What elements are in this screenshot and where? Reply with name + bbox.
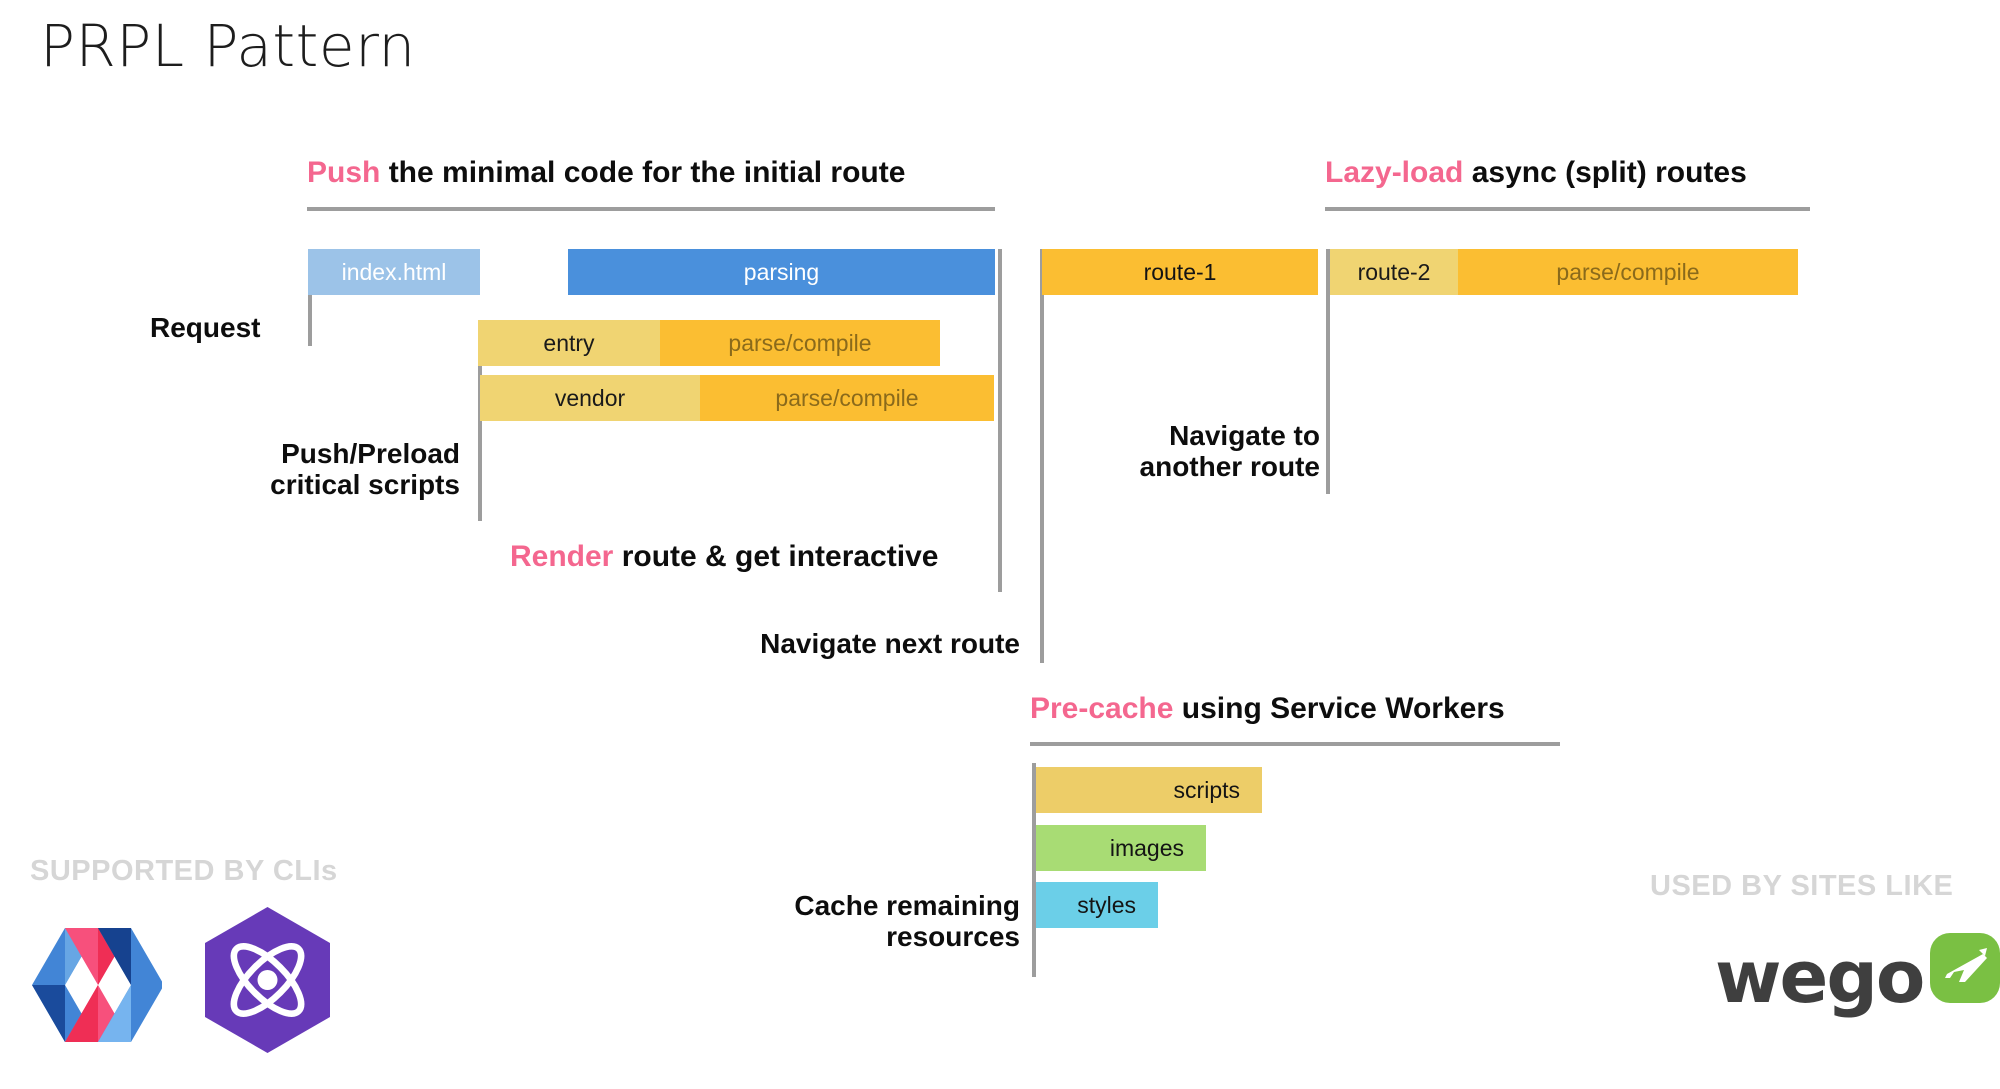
wego-logo: wego	[1715, 930, 2000, 1024]
segment-images: images	[1036, 825, 1206, 871]
segment-index-html: index.html	[308, 249, 480, 295]
segment-parsing: parsing	[568, 249, 995, 295]
bar-scripts: scripts	[1036, 767, 1262, 813]
row-label-push-preload-line1: Push/Preload	[281, 438, 460, 469]
segment-styles: styles	[1036, 882, 1158, 928]
section-heading-lazy: Lazy-load async (split) routes	[1325, 156, 1747, 190]
wego-wordmark: wego	[1715, 935, 1925, 1019]
guideline-navigate-another	[1326, 249, 1330, 494]
section-rule-push	[307, 207, 995, 211]
section-heading-push: Push the minimal code for the initial ro…	[307, 156, 905, 190]
bar-index-html: index.html	[308, 249, 480, 295]
row-label-navigate-another-line2: another route	[1139, 451, 1320, 483]
section-heading-push-accent: Push	[307, 156, 381, 189]
section-heading-render: Render route & get interactive	[510, 540, 938, 574]
row-label-cache-remaining-line2: resources	[886, 921, 1020, 953]
footer-used-by-caption: USED BY SITES LIKE	[1650, 870, 1954, 902]
bar-vendor: vendor parse/compile	[480, 375, 994, 421]
bar-images: images	[1036, 825, 1206, 871]
bar-route-1: route-1	[1042, 249, 1318, 295]
row-label-push-preload: Push/Preload critical scripts	[0, 438, 460, 501]
preact-cli-logo	[200, 905, 335, 1060]
section-heading-render-accent: Render	[510, 540, 614, 573]
row-label-navigate-another-line1: Navigate to	[1169, 420, 1320, 451]
segment-scripts: scripts	[1036, 767, 1262, 813]
row-label-cache-remaining: Cache remaining resources	[450, 890, 1020, 953]
section-heading-precache-accent: Pre-cache	[1030, 692, 1174, 725]
footer-supported-by-caption: SUPPORTED BY CLIs	[30, 855, 338, 887]
section-heading-lazy-accent: Lazy-load	[1325, 156, 1464, 189]
bar-parsing: parsing	[568, 249, 995, 295]
row-label-navigate-another: Navigate to another route	[820, 420, 1320, 483]
section-heading-lazy-rest: async (split) routes	[1463, 156, 1747, 189]
section-heading-precache-rest: using Service Workers	[1173, 692, 1505, 725]
preact-hexagon-icon	[205, 907, 330, 1053]
polymer-logo	[32, 920, 164, 1055]
section-heading-precache: Pre-cache using Service Workers	[1030, 692, 1505, 726]
bar-route-2: route-2 parse/compile	[1330, 249, 1798, 295]
section-heading-render-rest: route & get interactive	[613, 540, 939, 573]
guideline-push-preload	[478, 324, 482, 521]
row-label-cache-remaining-line1: Cache remaining	[794, 890, 1020, 921]
page-title: PRPL Pattern	[40, 12, 416, 80]
guideline-cache	[1032, 763, 1036, 977]
section-rule-lazy	[1325, 207, 1810, 211]
guideline-request	[308, 249, 312, 346]
segment-route-1: route-1	[1042, 249, 1318, 295]
segment-entry-parse-compile: parse/compile	[660, 320, 940, 366]
segment-vendor-parse-compile: parse/compile	[700, 375, 994, 421]
polymer-logo-icon	[32, 928, 164, 1042]
guideline-navigate-next	[1040, 249, 1044, 663]
row-label-navigate-next-route: Navigate next route	[760, 628, 1020, 659]
segment-route-2: route-2	[1330, 249, 1458, 295]
bar-styles: styles	[1036, 882, 1158, 928]
row-label-push-preload-line2: critical scripts	[270, 469, 460, 501]
section-rule-precache	[1030, 742, 1560, 746]
bar-entry: entry parse/compile	[478, 320, 940, 366]
segment-route-2-parse-compile: parse/compile	[1458, 249, 1798, 295]
row-label-request: Request	[150, 312, 261, 343]
section-heading-push-rest: the minimal code for the initial route	[380, 156, 906, 189]
segment-entry: entry	[478, 320, 660, 366]
wego-airplane-icon	[1930, 933, 2000, 1003]
guideline-render	[998, 249, 1002, 592]
segment-vendor: vendor	[480, 375, 700, 421]
